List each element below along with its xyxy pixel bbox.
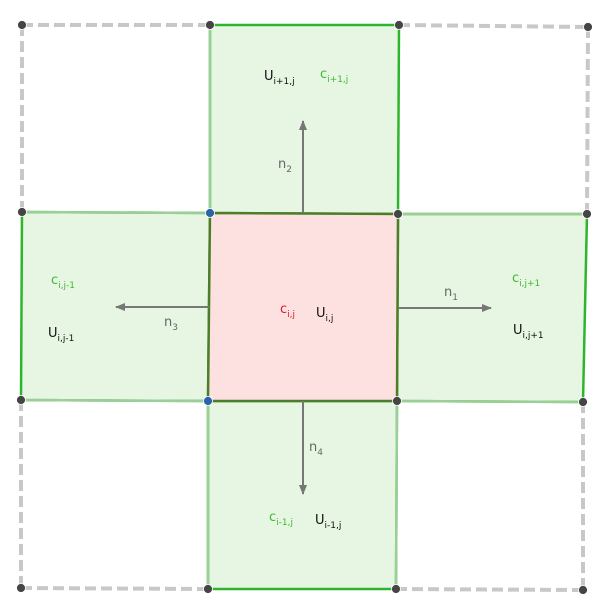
label-n1: n1 — [444, 285, 458, 303]
label-n3: n3 — [164, 315, 178, 333]
dashed-edge-right-upper — [585, 26, 590, 215]
label-c-center: ci,j — [280, 302, 295, 320]
point-blue — [205, 208, 215, 218]
point — [391, 584, 401, 594]
point — [17, 207, 27, 217]
label-u-center: Ui,j — [316, 306, 333, 324]
label-c-bottom: ci-1,j — [269, 510, 293, 528]
left-cell-top-edge — [21, 210, 211, 215]
point — [394, 20, 404, 30]
label-u-right: Ui,j+1 — [513, 323, 544, 341]
label-n4: n4 — [309, 440, 323, 458]
normal-arrows — [115, 120, 492, 495]
cell-top — [208, 23, 401, 216]
label-n2: n2 — [278, 157, 292, 175]
point — [578, 585, 588, 595]
point — [205, 20, 215, 30]
label-u-left: Ui,j-1 — [48, 326, 74, 344]
label-u-top: Ui+1,j — [264, 69, 295, 87]
point — [392, 396, 402, 406]
point — [16, 583, 26, 593]
point-blue — [203, 396, 213, 406]
right-cell-bottom-edge — [396, 399, 584, 404]
point — [393, 209, 403, 219]
left-cell-bottom-edge — [20, 398, 209, 403]
cell-center — [206, 211, 400, 403]
label-u-bottom: Ui-1,j — [315, 513, 341, 531]
point — [582, 209, 592, 219]
point — [16, 395, 26, 405]
dashed-edge-top-right — [398, 23, 589, 29]
faded-cell-edges — [20, 25, 587, 590]
label-c-left: ci,j-1 — [51, 273, 75, 291]
label-c-top: ci+1,j — [320, 67, 348, 85]
point — [583, 22, 593, 32]
label-c-right: ci,j+1 — [512, 271, 540, 289]
point — [17, 20, 27, 30]
bottom-cell-right-edge — [394, 400, 399, 590]
point — [578, 397, 588, 407]
dashed-edge-bottom-left — [20, 586, 209, 591]
neighbor-cells — [19, 23, 589, 591]
dashed-edge-bottom-right — [395, 587, 584, 592]
grid-points — [16, 20, 593, 595]
point — [203, 584, 213, 594]
